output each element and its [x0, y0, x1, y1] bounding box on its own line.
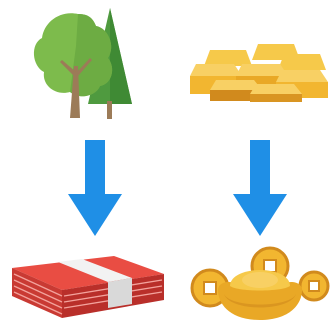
gold-ingot-coins-icon — [190, 246, 330, 328]
banknotes-icon — [6, 256, 168, 318]
arrow-down-icon — [68, 140, 122, 236]
arrow-down-icon — [233, 140, 287, 236]
gold-bars-icon — [186, 40, 333, 102]
trees-icon — [30, 6, 135, 124]
